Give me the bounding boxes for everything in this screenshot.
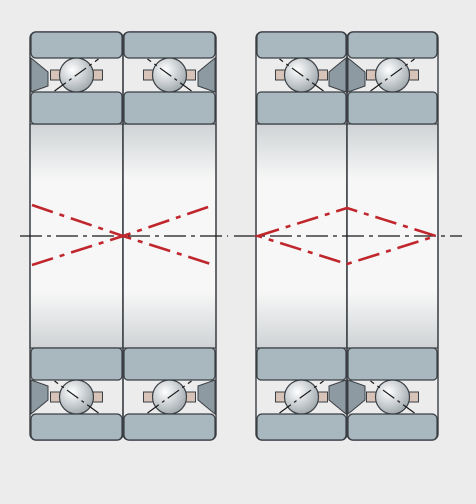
bearing-right-a-bottom-shoulder <box>328 379 347 416</box>
bearing-right-b-top-outer-ring-icon <box>347 31 438 59</box>
bearing-right-b-bottom-outer-ring-icon <box>347 413 438 441</box>
bearing-right-b <box>346 31 439 441</box>
contact-lines-left <box>31 203 215 267</box>
bearing-left-b-top-outer-ring-icon <box>123 31 216 59</box>
bearing-right-b-bottom-inner-ring-icon <box>347 347 438 381</box>
bearing-left-b-bottom-outer-ring-icon <box>123 413 216 441</box>
bearing-left-a-bottom-inner-ring-icon <box>30 347 123 381</box>
bearing-left-a-top-shoulder <box>30 56 49 93</box>
bearing-left-a-top-contact-axis <box>54 58 99 92</box>
bearing-left-b-bottom-shoulder <box>197 379 216 416</box>
bearing-right-a-top-shoulder <box>328 56 347 93</box>
bearing-left-b-top-contact-axis <box>147 58 192 92</box>
bearing-right-a-bottom-contact-axis <box>279 380 324 414</box>
bearing-right-b-bottom-shoulder <box>347 379 366 416</box>
bearing-right-a-bottom-outer-ring-icon <box>256 413 347 441</box>
bearing-left-b-top-shoulder <box>197 56 216 93</box>
contact-diamond-right <box>253 206 441 266</box>
bearing-right-a-top-inner-ring-icon <box>256 91 347 125</box>
bearing-right-a-bottom-inner-ring-icon <box>256 347 347 381</box>
back-to-back-arrangement <box>20 31 228 441</box>
bearing-left-b-bottom-inner-ring-icon <box>123 347 216 381</box>
bearing-left-a-top-outer-ring-icon <box>30 31 123 59</box>
face-to-face-arrangement <box>234 31 462 441</box>
bearing-left-b-bottom-contact-axis <box>147 380 192 414</box>
bearing-left-a-bottom-outer-ring-icon <box>30 413 123 441</box>
bearing-left-a-top-inner-ring-icon <box>30 91 123 125</box>
bearing-right-b-top-contact-axis <box>370 58 415 92</box>
contact-lines-right <box>253 206 441 266</box>
contact-line-left-lower <box>31 234 215 267</box>
bearing-right-b-top-inner-ring-icon <box>347 91 438 125</box>
bearing-right-a-top-outer-ring-icon <box>256 31 347 59</box>
bearing-left-a-bottom-contact-axis <box>54 380 99 414</box>
bearing-right-b-top-shoulder <box>347 56 366 93</box>
bearing-left-b-top-inner-ring-icon <box>123 91 216 125</box>
bearing-right-b-bottom-contact-axis <box>370 380 415 414</box>
bearing-right-a-top-contact-axis <box>279 58 324 92</box>
bearing-left-a-bottom-shoulder <box>30 379 49 416</box>
